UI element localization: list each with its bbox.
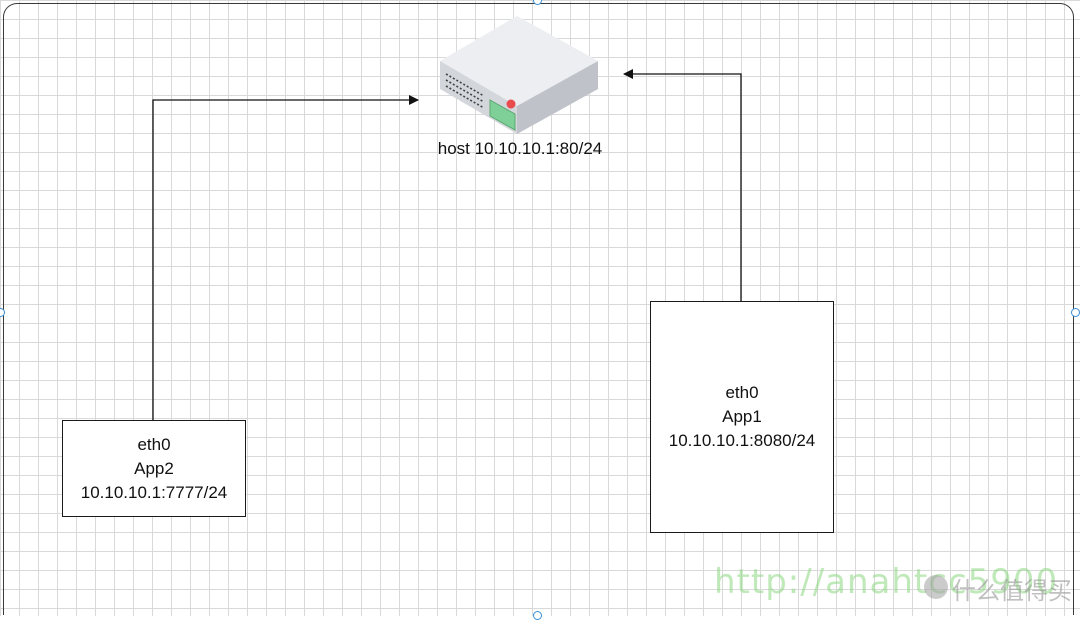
watermark-logo-icon — [924, 575, 948, 599]
app1-address: 10.10.10.1:8080/24 — [668, 431, 816, 450]
app2-interface: eth0 — [137, 434, 171, 454]
app2-name: App2 — [134, 458, 174, 478]
selection-handle-top[interactable] — [533, 0, 542, 5]
connector-app1-to-host[interactable] — [623, 69, 742, 301]
connector-app2-to-host[interactable] — [152, 95, 419, 420]
app2-address: 10.10.10.1:7777/24 — [80, 482, 228, 502]
selection-handle-left[interactable] — [0, 308, 5, 317]
watermark-site-name: 什么值得买 — [952, 578, 1072, 605]
watermark-url: http://anahtcc5900 — [714, 562, 1059, 602]
app1-name: App1 — [722, 407, 762, 426]
server-icon[interactable] — [438, 16, 600, 136]
app1-node[interactable]: eth0 App1 10.10.10.1:8080/24 — [650, 301, 834, 533]
host-label: host 10.10.10.1:80/24 — [437, 139, 603, 158]
app2-node[interactable]: eth0 App2 10.10.10.1:7777/24 — [62, 420, 246, 517]
app1-interface: eth0 — [725, 383, 759, 402]
